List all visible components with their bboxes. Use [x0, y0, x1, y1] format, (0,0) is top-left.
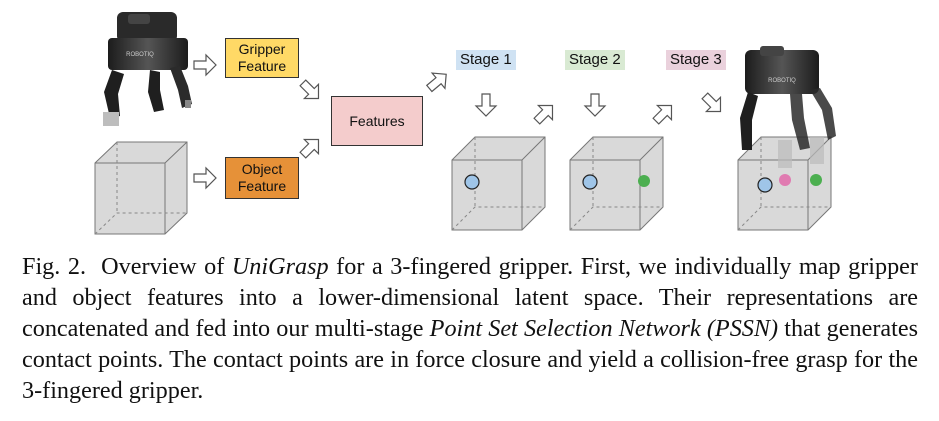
- svg-text:ROBOTIQ: ROBOTIQ: [126, 52, 154, 58]
- diagram-canvas: ROBOTIQ: [94, 12, 836, 235]
- robot-gripper-icon: ROBOTIQ: [740, 46, 836, 168]
- network-name: Point Set Selection Network (PSSN): [429, 315, 779, 342]
- stage1-cube: [451, 136, 546, 231]
- contact-point-icon: [464, 174, 480, 190]
- contact-point-icon: [810, 174, 822, 186]
- contact-point-icon: [757, 177, 773, 193]
- arrow-stage1-down: [474, 93, 498, 117]
- arrow-object-to-feature: [193, 166, 217, 190]
- arrow-object-feature-to-features: [299, 138, 320, 159]
- arrow-gripper-feature-to-features: [299, 79, 320, 100]
- arrow-cube2-to-stage3: [652, 104, 673, 125]
- object-feature-box: Object Feature: [225, 157, 299, 199]
- contact-point-icon: [582, 174, 598, 190]
- stage-1-label: Stage 1: [456, 50, 516, 70]
- method-name: UniGrasp: [231, 253, 329, 280]
- wireframe-cube-icon: [94, 141, 188, 235]
- arrow-features-to-stage1: [425, 72, 447, 93]
- stage-3-label: Stage 3: [666, 50, 726, 70]
- stage-2-label: Stage 2: [565, 50, 625, 70]
- arrow-stage3-to-grasp: [701, 92, 722, 113]
- arrow-cube1-to-stage2: [533, 104, 554, 125]
- arrow-gripper-to-feature: [193, 53, 217, 77]
- svg-text:ROBOTIQ: ROBOTIQ: [768, 78, 796, 84]
- features-box: Features: [331, 96, 423, 146]
- contact-point-icon: [779, 174, 791, 186]
- caption-text-2: for a 3-fingered gripper. First, we indi…: [22, 253, 925, 342]
- arrow-stage2-down: [583, 93, 607, 117]
- figure-number: Fig. 2.: [22, 253, 87, 280]
- robot-gripper-icon: ROBOTIQ: [103, 12, 192, 126]
- figure-caption: Fig. 2. Overview of UniGrasp for a 3-fin…: [22, 251, 918, 406]
- grasp-result: ROBOTIQ: [737, 46, 836, 231]
- caption-text-1: Overview of: [86, 253, 232, 280]
- figure-diagram: ROBOTIQ: [94, 12, 836, 235]
- contact-point-icon: [638, 175, 650, 187]
- caption-text-3: that generates contact points. The conta…: [22, 315, 925, 404]
- stage2-cube: [569, 136, 664, 231]
- gripper-feature-box: Gripper Feature: [225, 38, 299, 78]
